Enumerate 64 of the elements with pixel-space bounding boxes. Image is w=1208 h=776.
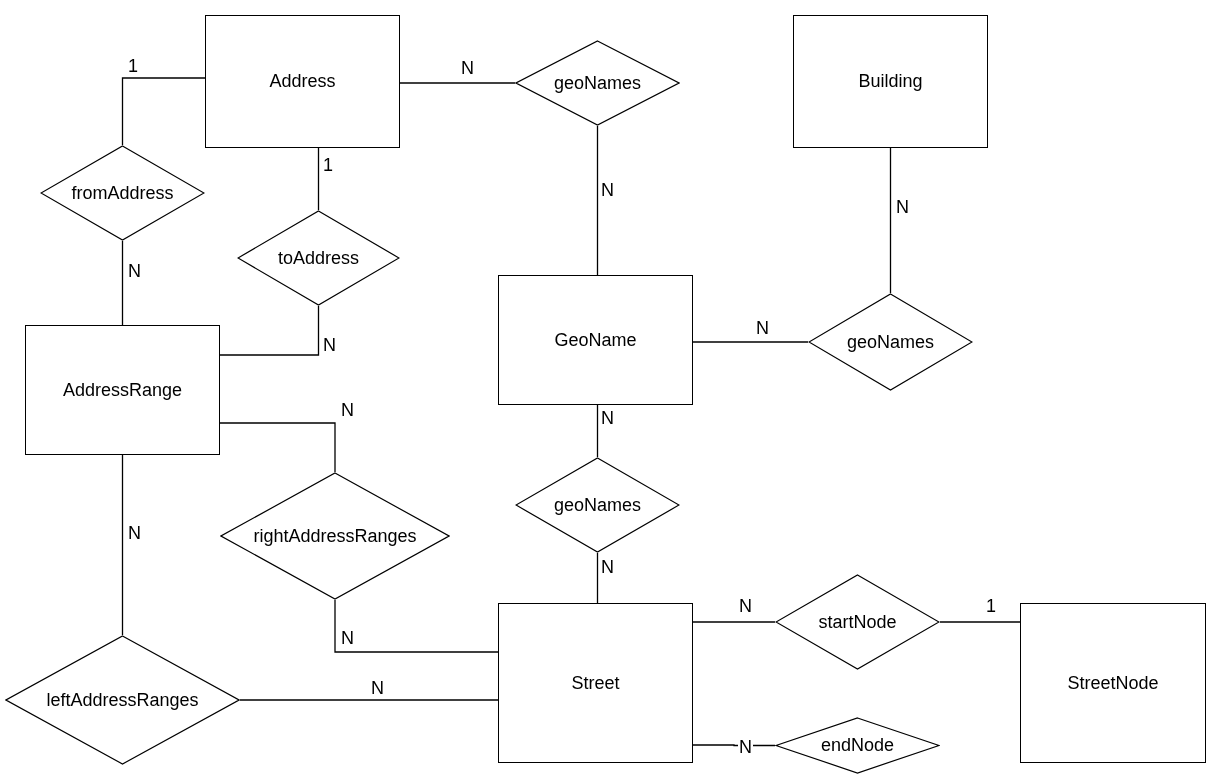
relationship-diamond [515, 457, 680, 553]
connector-line [889, 147, 892, 294]
connector-line [596, 552, 599, 604]
connector-line [121, 454, 124, 636]
connector-line [334, 599, 499, 653]
cardinality-label: N [738, 738, 753, 756]
cardinality-label: N [370, 679, 385, 697]
connector-line [692, 621, 776, 623]
relationship-diamond [808, 293, 973, 391]
entity-name: AddressRange [62, 378, 183, 402]
connector-line [239, 699, 499, 701]
relationship-diamond [775, 717, 940, 774]
cardinality-label: N [127, 524, 142, 542]
cardinality-label: N [600, 409, 615, 427]
connector-line [692, 341, 809, 343]
cardinality-label: N [600, 558, 615, 576]
relationship-name: toAddress [277, 246, 359, 270]
connector-line [939, 621, 1021, 623]
entity-name: Address [269, 70, 336, 93]
connector-line [317, 147, 320, 211]
connector-line [596, 125, 599, 276]
relationship-name: startNode [818, 610, 897, 634]
connector-line [121, 77, 206, 146]
relationship-name: rightAddressRanges [253, 524, 417, 548]
connector-line [219, 305, 320, 356]
relationship-diamond [5, 635, 240, 765]
cardinality-label: N [322, 336, 337, 354]
connector-line [596, 404, 599, 458]
connector-line [399, 82, 516, 84]
entity-box [793, 15, 988, 148]
relationship-diamond [775, 574, 940, 670]
cardinality-label: N [895, 198, 910, 216]
entity-name: Street [571, 671, 620, 695]
cardinality-label: N [460, 59, 475, 77]
entity-box [205, 15, 400, 148]
entity-box [498, 603, 693, 763]
cardinality-label: N [340, 401, 355, 419]
relationship-name: leftAddressRanges [46, 688, 199, 712]
cardinality-label: N [755, 319, 770, 337]
relationship-name: geoNames [553, 71, 641, 95]
cardinality-label: N [600, 181, 615, 199]
entity-name: StreetNode [1067, 671, 1159, 695]
relationship-diamond [220, 472, 450, 600]
relationship-name: fromAddress [71, 181, 174, 205]
cardinality-label: 1 [322, 156, 334, 174]
cardinality-label: N [340, 629, 355, 647]
relationship-name: endNode [820, 734, 895, 757]
relationship-diamond [237, 210, 400, 306]
relationship-diamond [515, 40, 680, 126]
entity-name: Building [858, 70, 923, 93]
cardinality-label: N [127, 262, 142, 280]
entity-name: GeoName [554, 328, 637, 352]
cardinality-label: 1 [127, 57, 139, 75]
entity-box [25, 325, 220, 455]
cardinality-label: 1 [985, 597, 997, 615]
entity-box [498, 275, 693, 405]
cardinality-label: N [738, 597, 753, 615]
connector-line [219, 422, 336, 473]
relationship-name: geoNames [553, 493, 641, 517]
relationship-name: geoNames [846, 330, 934, 354]
relationship-diamond [40, 145, 205, 241]
connector-line [692, 744, 776, 747]
entity-box [1020, 603, 1206, 763]
connector-line [121, 240, 124, 326]
